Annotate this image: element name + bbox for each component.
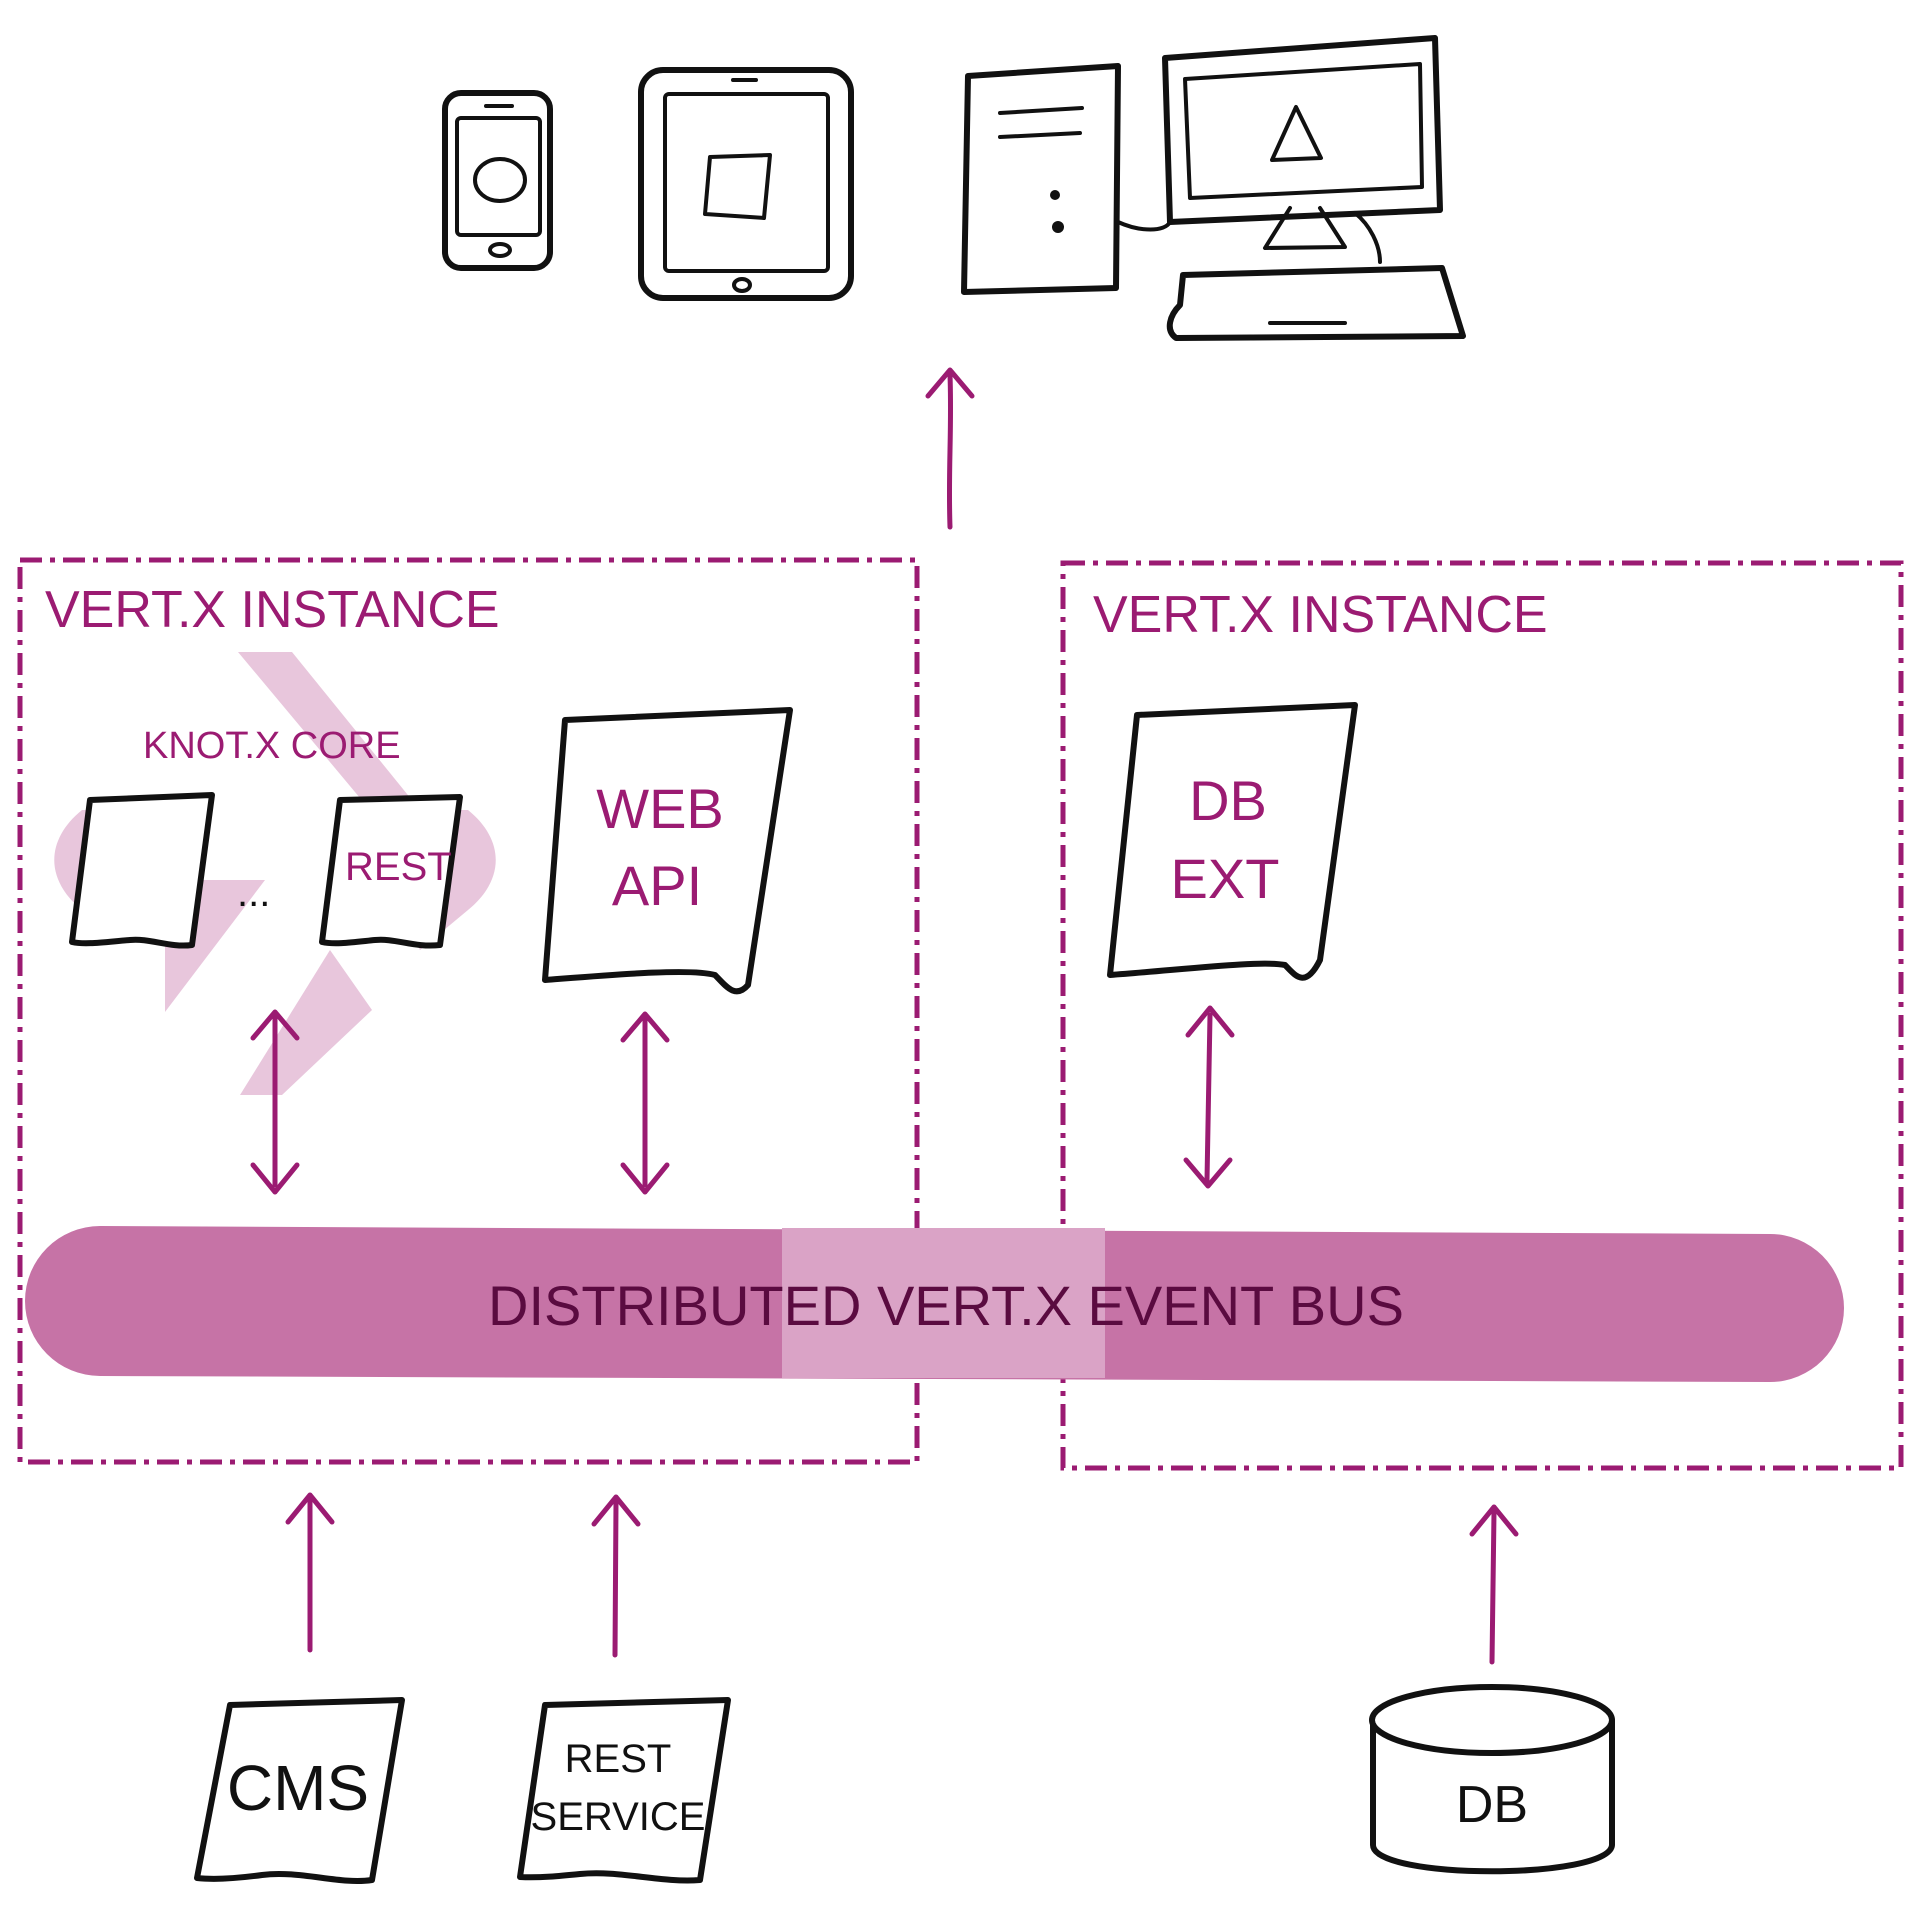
cms-label: CMS	[227, 1752, 369, 1824]
event-bus	[25, 1226, 1844, 1382]
desktop-computer-icon	[961, 35, 1466, 341]
knotx-modules-ellipsis: ...	[237, 871, 270, 915]
rest-service-label-line2: SERVICE	[531, 1795, 706, 1839]
cms-sheet	[194, 1697, 405, 1884]
db-ext-label-line1: DB	[1189, 769, 1267, 832]
phone-icon	[442, 90, 553, 271]
knotx-rest-module-label: REST	[345, 845, 452, 889]
db-ext-sheet	[1107, 702, 1358, 981]
instance-title-left: VERT.X INSTANCE	[45, 581, 500, 639]
arrow-to-clients	[925, 367, 975, 530]
rest-service-label-line1: REST	[565, 1737, 672, 1781]
double-arrow-web-api	[620, 1011, 670, 1195]
instance-title-right: VERT.X INSTANCE	[1093, 586, 1548, 644]
double-arrow-knotx-core	[250, 1009, 300, 1195]
arrow-db-up	[1469, 1504, 1519, 1665]
knotx-core-label: KNOT.X CORE	[143, 725, 401, 767]
tablet-icon	[638, 67, 854, 301]
db-label: DB	[1456, 1776, 1528, 1834]
event-bus-label: DISTRIBUTED VERT.X EVENT BUS	[488, 1274, 1404, 1337]
vertx-instance-frame-right	[1060, 560, 1904, 1471]
double-arrow-db-ext	[1183, 1005, 1235, 1189]
web-api-label-line1: WEB	[596, 777, 724, 840]
knotx-rest-module-sheet	[319, 794, 463, 949]
arrow-cms-up	[285, 1492, 335, 1653]
database-icon	[1369, 1684, 1615, 1875]
db-ext-label-line2: EXT	[1171, 847, 1280, 910]
web-api-label-line2: API	[612, 854, 702, 917]
vertx-instance-frame-left	[17, 557, 920, 1465]
rest-service-sheet	[517, 1697, 731, 1884]
arrow-rest-service-up	[591, 1494, 641, 1658]
web-api-sheet	[542, 707, 793, 995]
knotx-module-sheet	[69, 792, 215, 949]
